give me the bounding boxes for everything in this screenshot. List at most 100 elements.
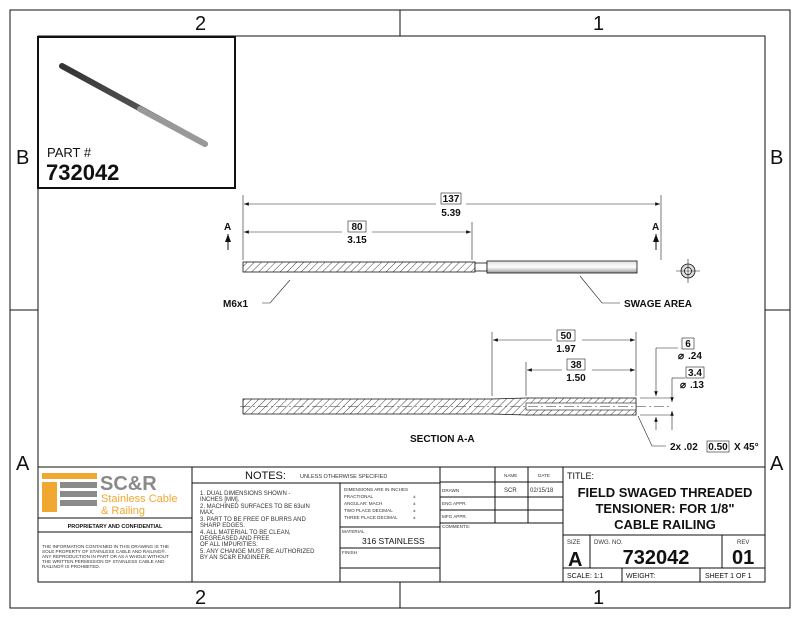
thread-label: M6x1 [223, 299, 248, 310]
zone-left-b: B [16, 147, 29, 169]
chamfer-angle: X 45° [734, 442, 759, 453]
note-line: 1. DUAL DIMENSIONS SHOWN - [200, 491, 290, 497]
od-mm: 6 [685, 339, 691, 350]
title-label: TITLE: [567, 471, 594, 481]
overall-in: 5.39 [441, 208, 461, 219]
title-line-1: FIELD SWAGED THREADED [578, 485, 753, 500]
date-header: DATE [538, 473, 550, 478]
inner-border [37, 35, 766, 583]
thread-in: 3.15 [347, 235, 367, 246]
proprietary-line: THE WRITTEN PERMISSION OF STAINLESS CABL… [42, 559, 165, 564]
notes-list: 1. DUAL DIMENSIONS SHOWN - INCHES [MM]. … [200, 491, 315, 561]
zone-right-b: B [770, 147, 783, 169]
zone-top-1: 1 [593, 13, 604, 35]
chamfer-leader [637, 415, 666, 447]
eng-appr-label: ENG APPR. [442, 501, 467, 506]
od-symbol: ⌀ [678, 351, 684, 362]
rev-value: 01 [732, 547, 754, 569]
sheet: SHEET 1 OF 1 [705, 573, 752, 580]
logo-line1: Stainless Cable [101, 493, 177, 505]
logo-mark: SC&R [100, 473, 157, 495]
company-logo: SC&R Stainless Cable & Railing [42, 473, 177, 517]
note-line: DEGREASED AND FREE [200, 536, 269, 542]
pm-sign: ± [413, 508, 416, 513]
part-label: PART # [47, 145, 92, 160]
bore-mm: 50 [560, 331, 572, 342]
tolerances: DIMENSIONS ARE IN INCHES FRACTIONAL ANGU… [344, 487, 416, 520]
thread-mm: 80 [351, 222, 363, 233]
zone-ticks [10, 10, 790, 608]
chamfer-mm: 0.50 [708, 442, 728, 453]
swage-label: SWAGE AREA [624, 299, 692, 310]
proprietary-line: ANY REPRODUCTION IN PART OR AS A WHOLE W… [42, 554, 169, 559]
section-marker-right: A [652, 222, 659, 233]
title-line-2: TENSIONER: FOR 1/8" [595, 501, 734, 516]
id-mm: 3.4 [688, 368, 702, 379]
weight: WEIGHT: [626, 573, 655, 580]
comments-label: COMMENTS: [442, 524, 470, 529]
title-block: SC&R Stainless Cable & Railing PROPRIETA… [38, 466, 765, 582]
note-line: SHARP EDGES. [200, 523, 245, 529]
note-line: BY AN SC&R ENGINEER. [200, 555, 271, 561]
inner-mm: 38 [570, 360, 582, 371]
swage-section [486, 260, 638, 274]
logo-line2: & Railing [101, 505, 145, 517]
notes-subheading: UNLESS OTHERWISE SPECIFIED [300, 474, 387, 480]
size-label: SIZE [567, 540, 580, 546]
swage-leader [579, 275, 620, 304]
material-label: MATERIAL [342, 529, 365, 534]
finish-label: FINISH [342, 550, 357, 555]
zone-bottom-1: 1 [593, 587, 604, 609]
inner-in: 1.50 [566, 373, 586, 384]
zone-labels: 2 1 2 1 B A B A [16, 13, 784, 609]
section-marker-left: A [224, 222, 231, 233]
chamfer-value: 2x .02 [670, 442, 698, 453]
pm-sign: ± [413, 501, 416, 506]
drawn-date: 02/15/18 [530, 488, 554, 494]
end-view [676, 259, 700, 283]
note-line: 3. PART TO BE FREE OF BURRS AND [200, 517, 306, 523]
tolerance-row: TWO PLACE DECIMAL [344, 508, 393, 513]
threaded-section [242, 261, 476, 273]
bore-in: 1.97 [556, 344, 576, 355]
notes-heading: NOTES: [245, 470, 286, 482]
pm-sign: ± [413, 515, 416, 520]
dwg-no-label: DWG. NO. [594, 540, 623, 546]
note-line: MAX. [200, 510, 215, 516]
id-in: .13 [690, 380, 704, 391]
proprietary-line: SOLE PROPERTY OF STAINLESS CABLE AND RAI… [42, 548, 166, 554]
zone-top-2: 2 [195, 13, 206, 35]
rev-label: REV [737, 540, 749, 546]
tolerance-row: THREE PLACE DECIMAL [344, 515, 398, 520]
proprietary-line: RAILING® IS PROHIBITED. [42, 563, 100, 569]
part-number: 732042 [46, 160, 119, 185]
proprietary-line: THE INFORMATION CONTAINED IN THIS DRAWIN… [42, 544, 169, 549]
pm-sign: ± [413, 494, 416, 499]
scale: SCALE: 1:1 [567, 573, 604, 580]
proprietary-heading: PROPRIETARY AND CONFIDENTIAL [68, 524, 163, 530]
proprietary-text: THE INFORMATION CONTAINED IN THIS DRAWIN… [42, 544, 169, 569]
mfg-appr-label: MFG APPR. [442, 514, 467, 519]
note-line: 4. ALL MATERIAL TO BE CLEAN, [200, 530, 291, 536]
size-value: A [568, 549, 582, 571]
zone-left-a: A [16, 453, 30, 475]
dwg-number: 732042 [623, 547, 690, 569]
zone-bottom-2: 2 [195, 587, 206, 609]
tolerance-row: FRACTIONAL [344, 494, 374, 499]
drawn-name: SCR [504, 488, 517, 494]
name-header: NAME [504, 473, 517, 478]
od-in: .24 [688, 351, 702, 362]
tolerance-row: ANGULAR: MACH [344, 501, 382, 506]
note-line: 2. MACHINED SURFACES TO BE 63uIN [200, 504, 310, 510]
material-value: 316 STAINLESS [362, 536, 425, 546]
drawn-label: DRAWN [442, 488, 459, 493]
note-line: 5. ANY CHANGE MUST BE AUTHORIZED [200, 549, 315, 555]
thread-leader [262, 279, 291, 304]
note-line: INCHES [MM]. [200, 497, 240, 503]
title-line-3: CABLE RAILING [614, 517, 716, 532]
overall-mm: 137 [443, 194, 460, 205]
part-preview-box: PART # 732042 [37, 36, 236, 189]
zone-right-a: A [770, 453, 784, 475]
approvals: NAME DATE DRAWN SCR 02/15/18 ENG APPR. M… [442, 473, 554, 529]
